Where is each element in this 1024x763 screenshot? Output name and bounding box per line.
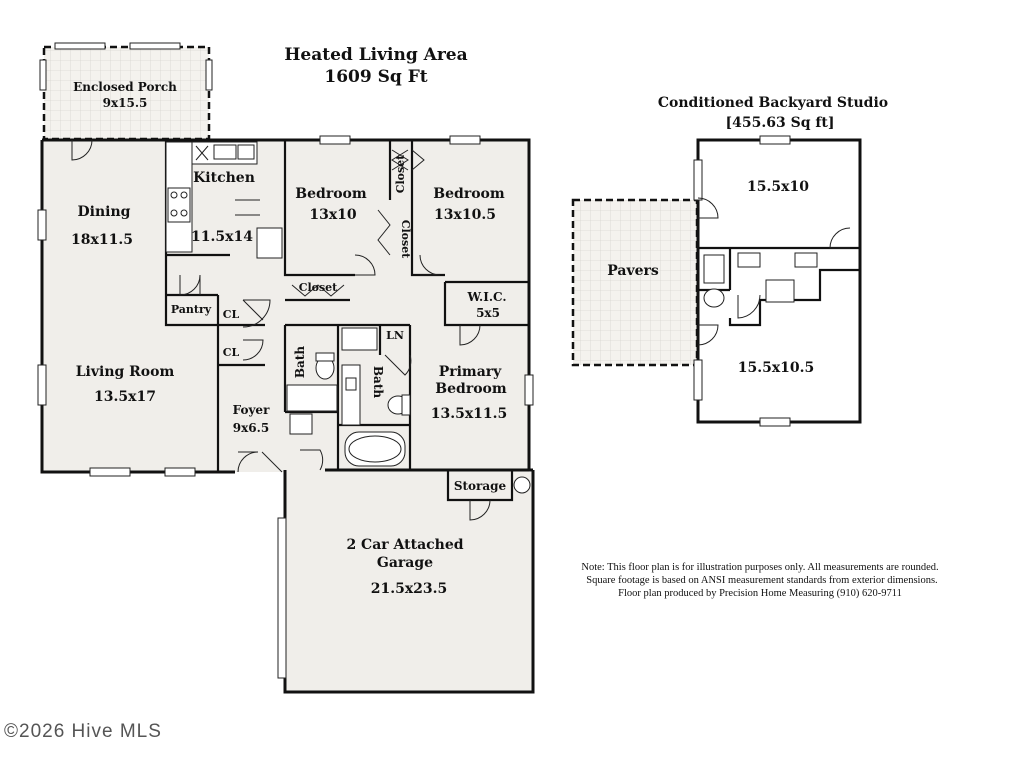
- main-plan-area: 1609 Sq Ft: [324, 67, 427, 87]
- bath-fixtures: [286, 327, 531, 494]
- garage-label-line1: 2 Car Attached: [346, 537, 463, 553]
- pantry-label: Pantry: [171, 303, 212, 316]
- note-line1: Note: This floor plan is for illustratio…: [581, 562, 938, 573]
- studio-room-b-dims: 15.5x10.5: [738, 360, 815, 376]
- windows: [37, 42, 534, 679]
- enclosed-porch-dims: 9x15.5: [103, 96, 148, 110]
- garage-label-line2: Garage: [377, 555, 433, 571]
- bedroom2-label: Bedroom: [433, 186, 505, 202]
- main-plan-title: Heated Living Area: [284, 45, 467, 65]
- kitchen-fixtures: [165, 141, 283, 259]
- wic-label: W.I.C.: [466, 290, 506, 304]
- wic-dims: 5x5: [476, 306, 500, 320]
- closet-c-label: Closet: [299, 281, 338, 294]
- studio-room-a-dims: 15.5x10: [747, 179, 809, 195]
- cl1-label: CL: [223, 308, 240, 321]
- cl2-label: CL: [223, 346, 240, 359]
- primary-bedroom-label-line1: Primary: [439, 364, 502, 380]
- bath2-label: Bath: [371, 366, 385, 398]
- dining-dims: 18x11.5: [71, 232, 133, 248]
- bedroom2-dims: 13x10.5: [434, 207, 496, 223]
- living-room-label: Living Room: [76, 364, 175, 380]
- garage-dims: 21.5x23.5: [371, 581, 448, 597]
- primary-bedroom-label-line2: Bedroom: [435, 381, 507, 397]
- bedroom1-dims: 13x10: [309, 207, 357, 223]
- kitchen-label: Kitchen: [193, 170, 255, 186]
- studio-plan: [571, 135, 862, 427]
- studio-area: [455.63 Sq ft]: [726, 115, 835, 131]
- studio-title: Conditioned Backyard Studio: [658, 95, 888, 111]
- living-room-dims: 13.5x17: [94, 389, 156, 405]
- enclosed-porch-area: [42, 45, 211, 141]
- closet-a-label: Closet: [394, 154, 407, 193]
- dining-label: Dining: [78, 204, 131, 220]
- closet-b-label: Closet: [399, 220, 412, 259]
- closet-doors: [291, 149, 425, 297]
- note-line3: Floor plan produced by Precision Home Me…: [618, 588, 902, 599]
- storage-label: Storage: [454, 479, 507, 493]
- primary-bedroom-dims: 13.5x11.5: [431, 406, 508, 422]
- ln-label: LN: [386, 329, 404, 342]
- watermark: ©2026 Hive MLS: [4, 721, 162, 742]
- note-line2: Square footage is based on ANSI measurem…: [586, 575, 937, 586]
- main-house-plan: [37, 42, 535, 694]
- doors: [71, 139, 491, 521]
- foyer-dims: 9x6.5: [233, 421, 269, 435]
- bath1-label: Bath: [293, 346, 307, 378]
- foyer-label: Foyer: [233, 403, 270, 417]
- enclosed-porch-label: Enclosed Porch: [73, 80, 177, 94]
- pavers-area: [571, 198, 699, 367]
- pavers-label: Pavers: [607, 263, 659, 279]
- bedroom1-label: Bedroom: [295, 186, 367, 202]
- kitchen-dims: 11.5x14: [191, 229, 253, 245]
